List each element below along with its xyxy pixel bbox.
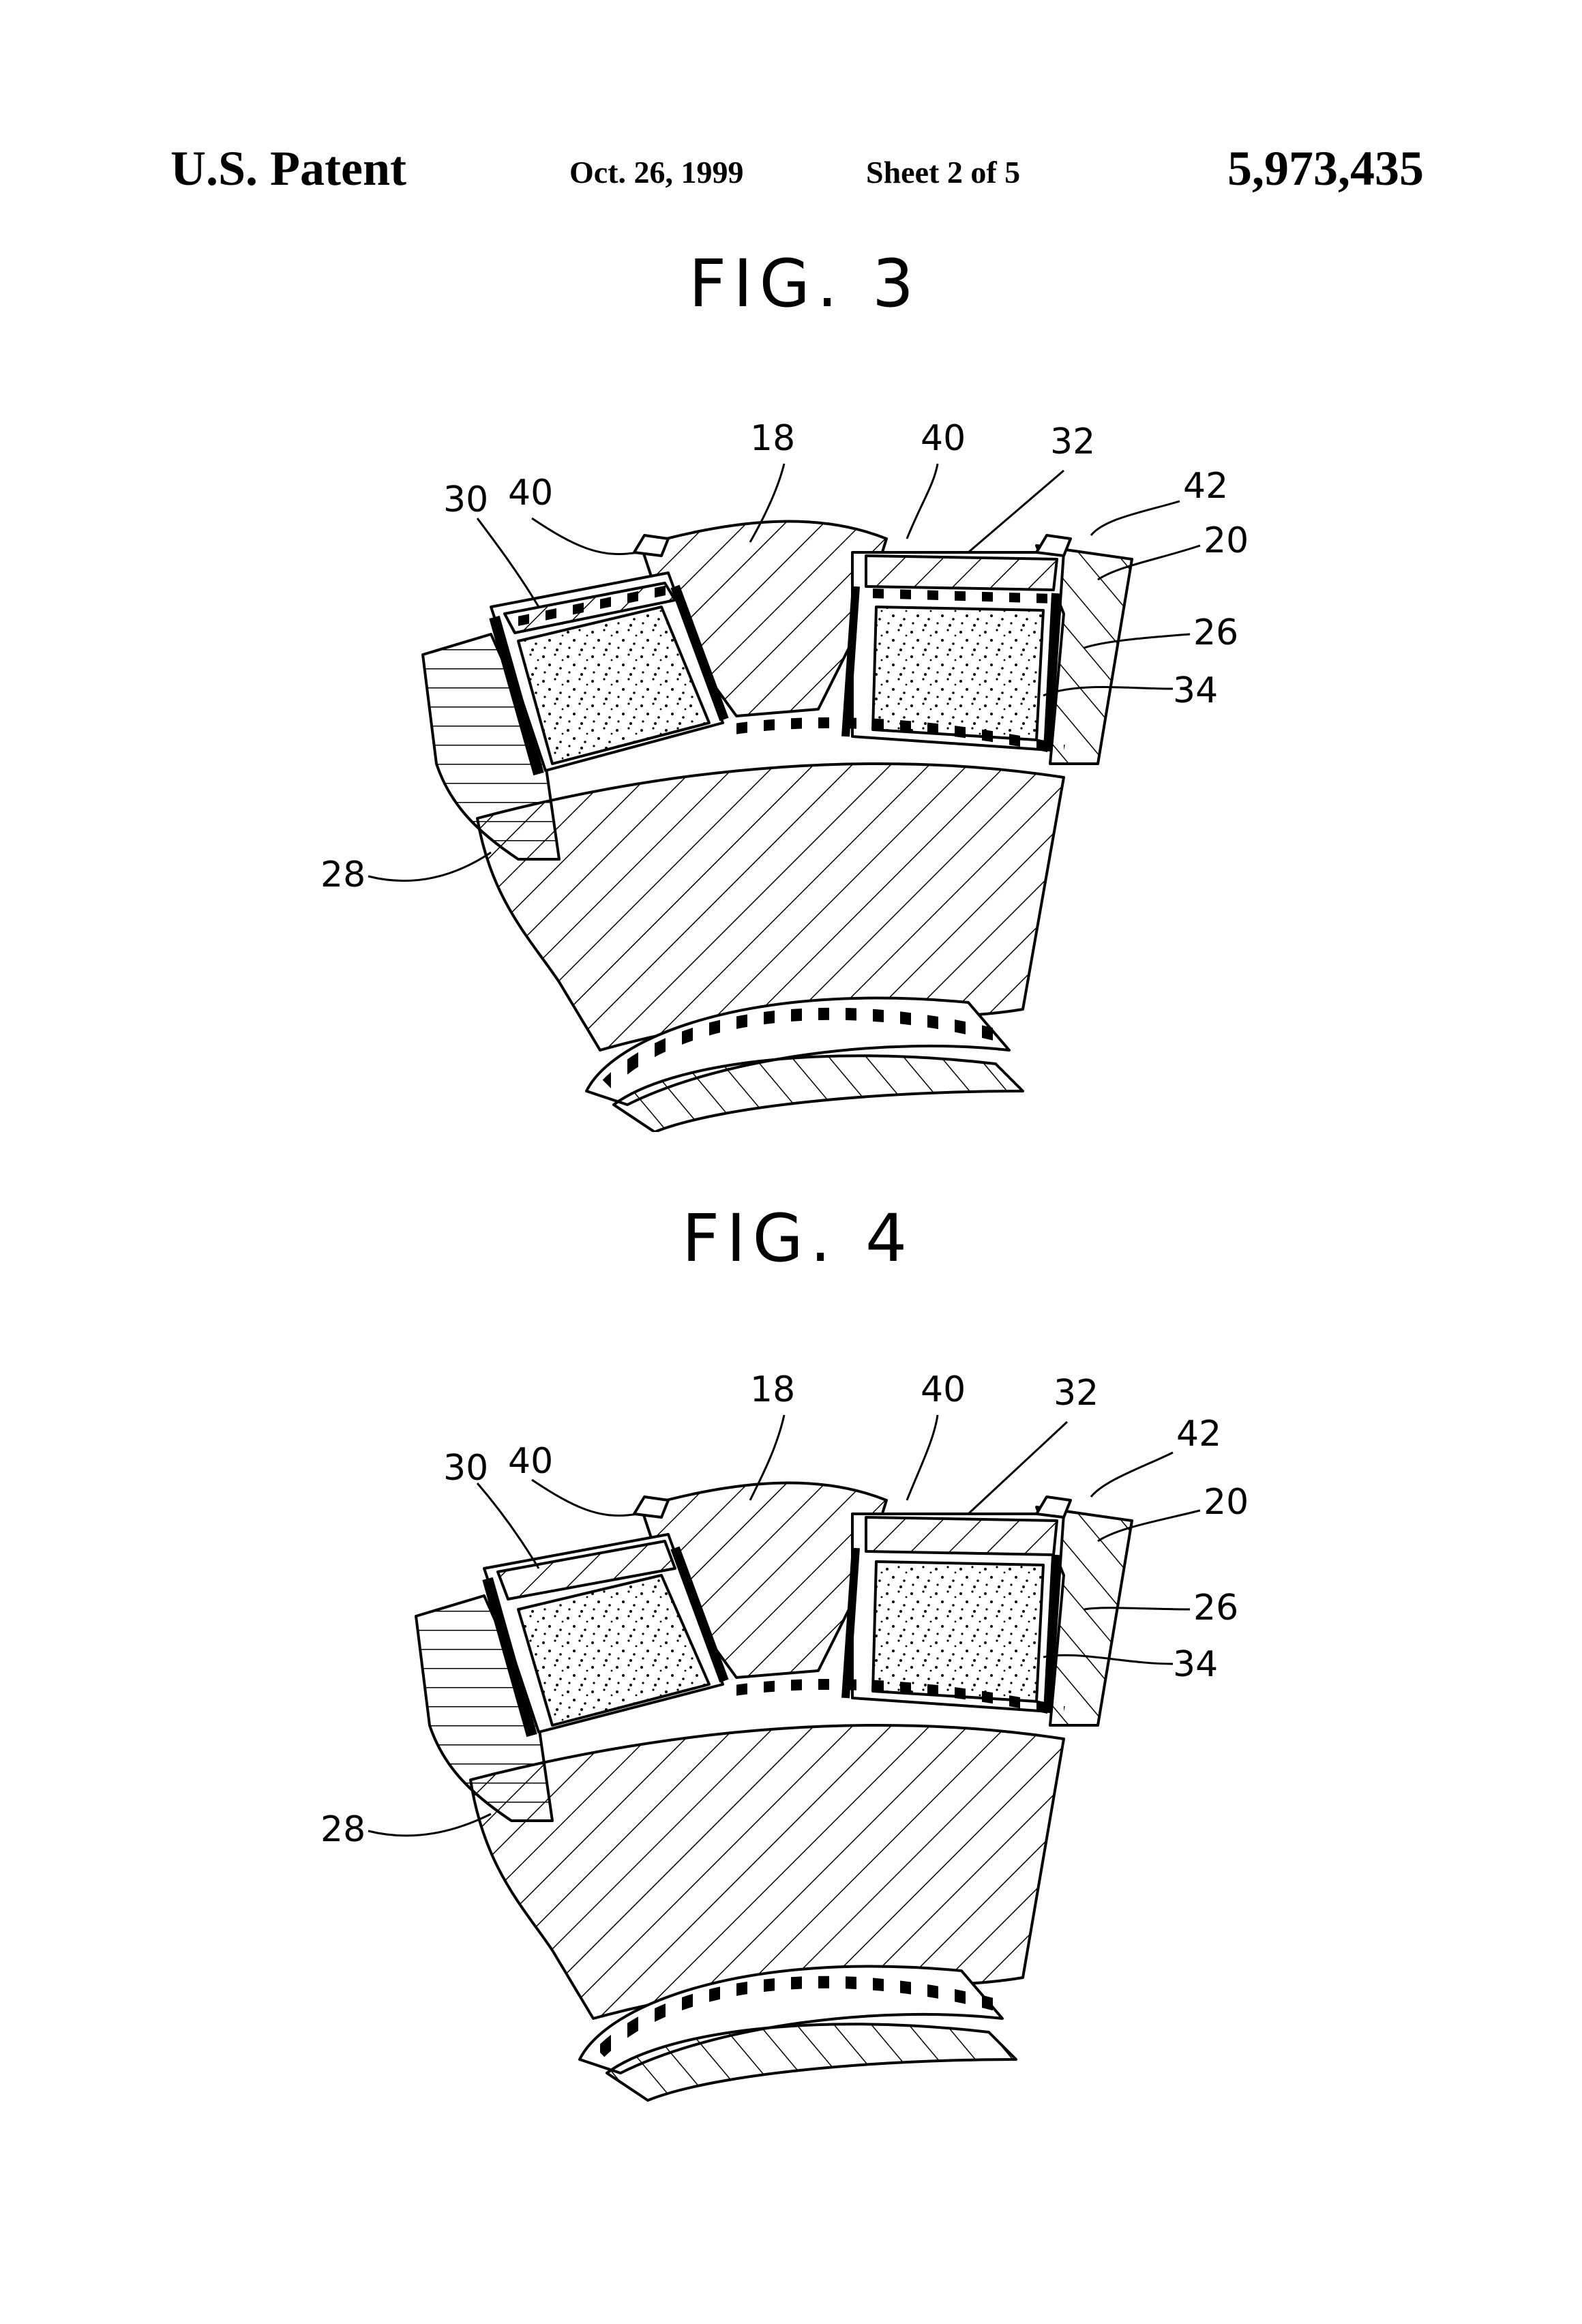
figure-4-title: FIG. 4 xyxy=(682,1200,914,1277)
label-20: 20 xyxy=(1204,1482,1249,1523)
label-20: 20 xyxy=(1204,520,1249,561)
label-34: 34 xyxy=(1173,1644,1218,1685)
label-30: 30 xyxy=(443,1448,488,1489)
figure-4-drawing: 18 40 32 30 40 42 20 26 34 28 xyxy=(0,1343,1582,2128)
label-26: 26 xyxy=(1193,1588,1238,1628)
patent-label: U.S. Patent xyxy=(170,140,406,197)
label-26: 26 xyxy=(1193,612,1238,653)
figure-3-drawing: 18 40 32 30 40 42 20 26 34 28 xyxy=(0,382,1582,1132)
label-32: 32 xyxy=(1050,421,1095,462)
label-40-left: 40 xyxy=(508,473,553,513)
label-40-left: 40 xyxy=(508,1441,553,1482)
label-32: 32 xyxy=(1054,1373,1099,1414)
label-34: 34 xyxy=(1173,670,1218,711)
label-40-right: 40 xyxy=(921,1369,966,1410)
patent-number: 5,973,435 xyxy=(1227,140,1424,197)
patent-date: Oct. 26, 1999 xyxy=(569,154,744,190)
label-28: 28 xyxy=(320,854,365,895)
label-42: 42 xyxy=(1183,466,1228,507)
label-18: 18 xyxy=(750,418,795,459)
label-28: 28 xyxy=(320,1809,365,1850)
figure-3-title: FIG. 3 xyxy=(689,245,921,322)
label-30: 30 xyxy=(443,479,488,520)
figure-4-shapes xyxy=(416,1483,1132,2100)
figure-3-shapes xyxy=(423,522,1132,1132)
label-42: 42 xyxy=(1176,1414,1221,1455)
label-40-right: 40 xyxy=(921,418,966,459)
label-18: 18 xyxy=(750,1369,795,1410)
sheet-number: Sheet 2 of 5 xyxy=(866,154,1020,190)
